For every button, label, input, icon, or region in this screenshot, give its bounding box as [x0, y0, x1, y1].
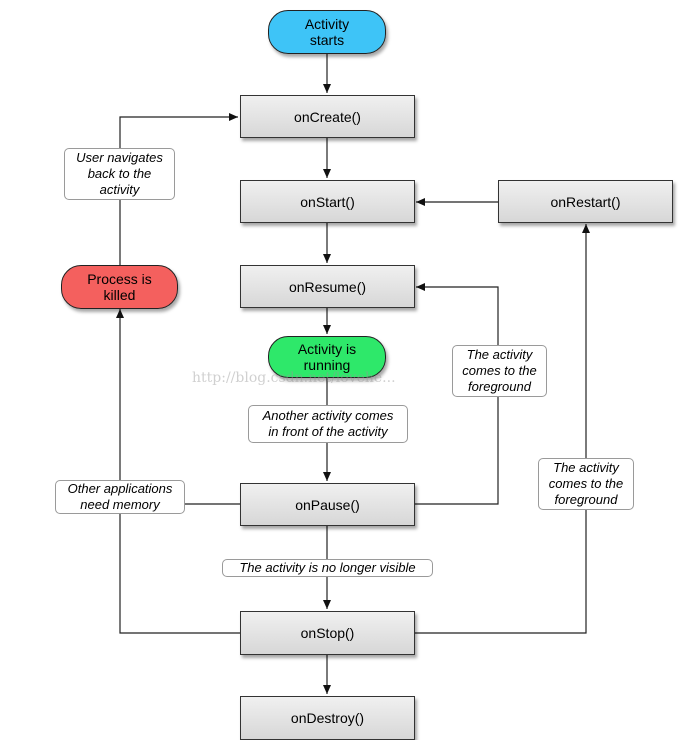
- note-another-activity-text: Another activity comes in front of the a…: [262, 408, 394, 439]
- note-no-longer-visible: The activity is no longer visible: [222, 559, 433, 577]
- note-other-apps: Other applications need memory: [55, 480, 185, 514]
- oncreate-box: onCreate(): [240, 95, 415, 138]
- note-no-longer-visible-text: The activity is no longer visible: [239, 560, 416, 575]
- note-user-navigates: User navigates back to the activity: [64, 148, 175, 200]
- note-other-apps-text: Other applications need memory: [67, 481, 173, 512]
- onstart-label: onStart(): [300, 193, 355, 210]
- note-another-activity: Another activity comes in front of the a…: [248, 405, 408, 443]
- activity-running-pill: Activity is running: [268, 336, 386, 378]
- onresume-box: onResume(): [240, 265, 415, 308]
- process-killed-pill: Process is killed: [61, 265, 178, 309]
- activity-starts-pill: Activity starts: [268, 10, 386, 54]
- oncreate-label: onCreate(): [294, 108, 361, 125]
- watermark-text: http://blog.csdn.net/lovehe...: [192, 370, 396, 386]
- process-killed-label: Process is killed: [87, 271, 152, 303]
- onresume-label: onResume(): [288, 278, 367, 295]
- note-foreground-resume-text: The activity comes to the foreground: [462, 347, 537, 394]
- onpause-label: onPause(): [295, 496, 360, 513]
- activity-starts-label: Activity starts: [304, 16, 350, 48]
- line-onstop-to-killed: [119, 504, 240, 634]
- note-user-navigates-text: User navigates back to the activity: [76, 150, 163, 197]
- onstart-box: onStart(): [240, 180, 415, 223]
- onstop-box: onStop(): [240, 611, 415, 655]
- note-foreground-restart: The activity comes to the foreground: [538, 458, 634, 510]
- ondestroy-box: onDestroy(): [240, 696, 415, 740]
- activity-running-label: Activity is running: [297, 341, 357, 373]
- arrow-killed-to-oncreate: [119, 113, 238, 265]
- arrow-onpause-to-killed: [116, 309, 240, 505]
- note-foreground-resume: The activity comes to the foreground: [452, 345, 547, 397]
- onpause-box: onPause(): [240, 483, 415, 526]
- arrow-onstop-to-onrestart: [415, 224, 590, 634]
- onrestart-box: onRestart(): [498, 180, 673, 223]
- onstop-label: onStop(): [300, 625, 355, 641]
- ondestroy-label: onDestroy(): [290, 710, 365, 726]
- note-foreground-restart-text: The activity comes to the foreground: [548, 460, 624, 507]
- onrestart-label: onRestart(): [550, 193, 621, 210]
